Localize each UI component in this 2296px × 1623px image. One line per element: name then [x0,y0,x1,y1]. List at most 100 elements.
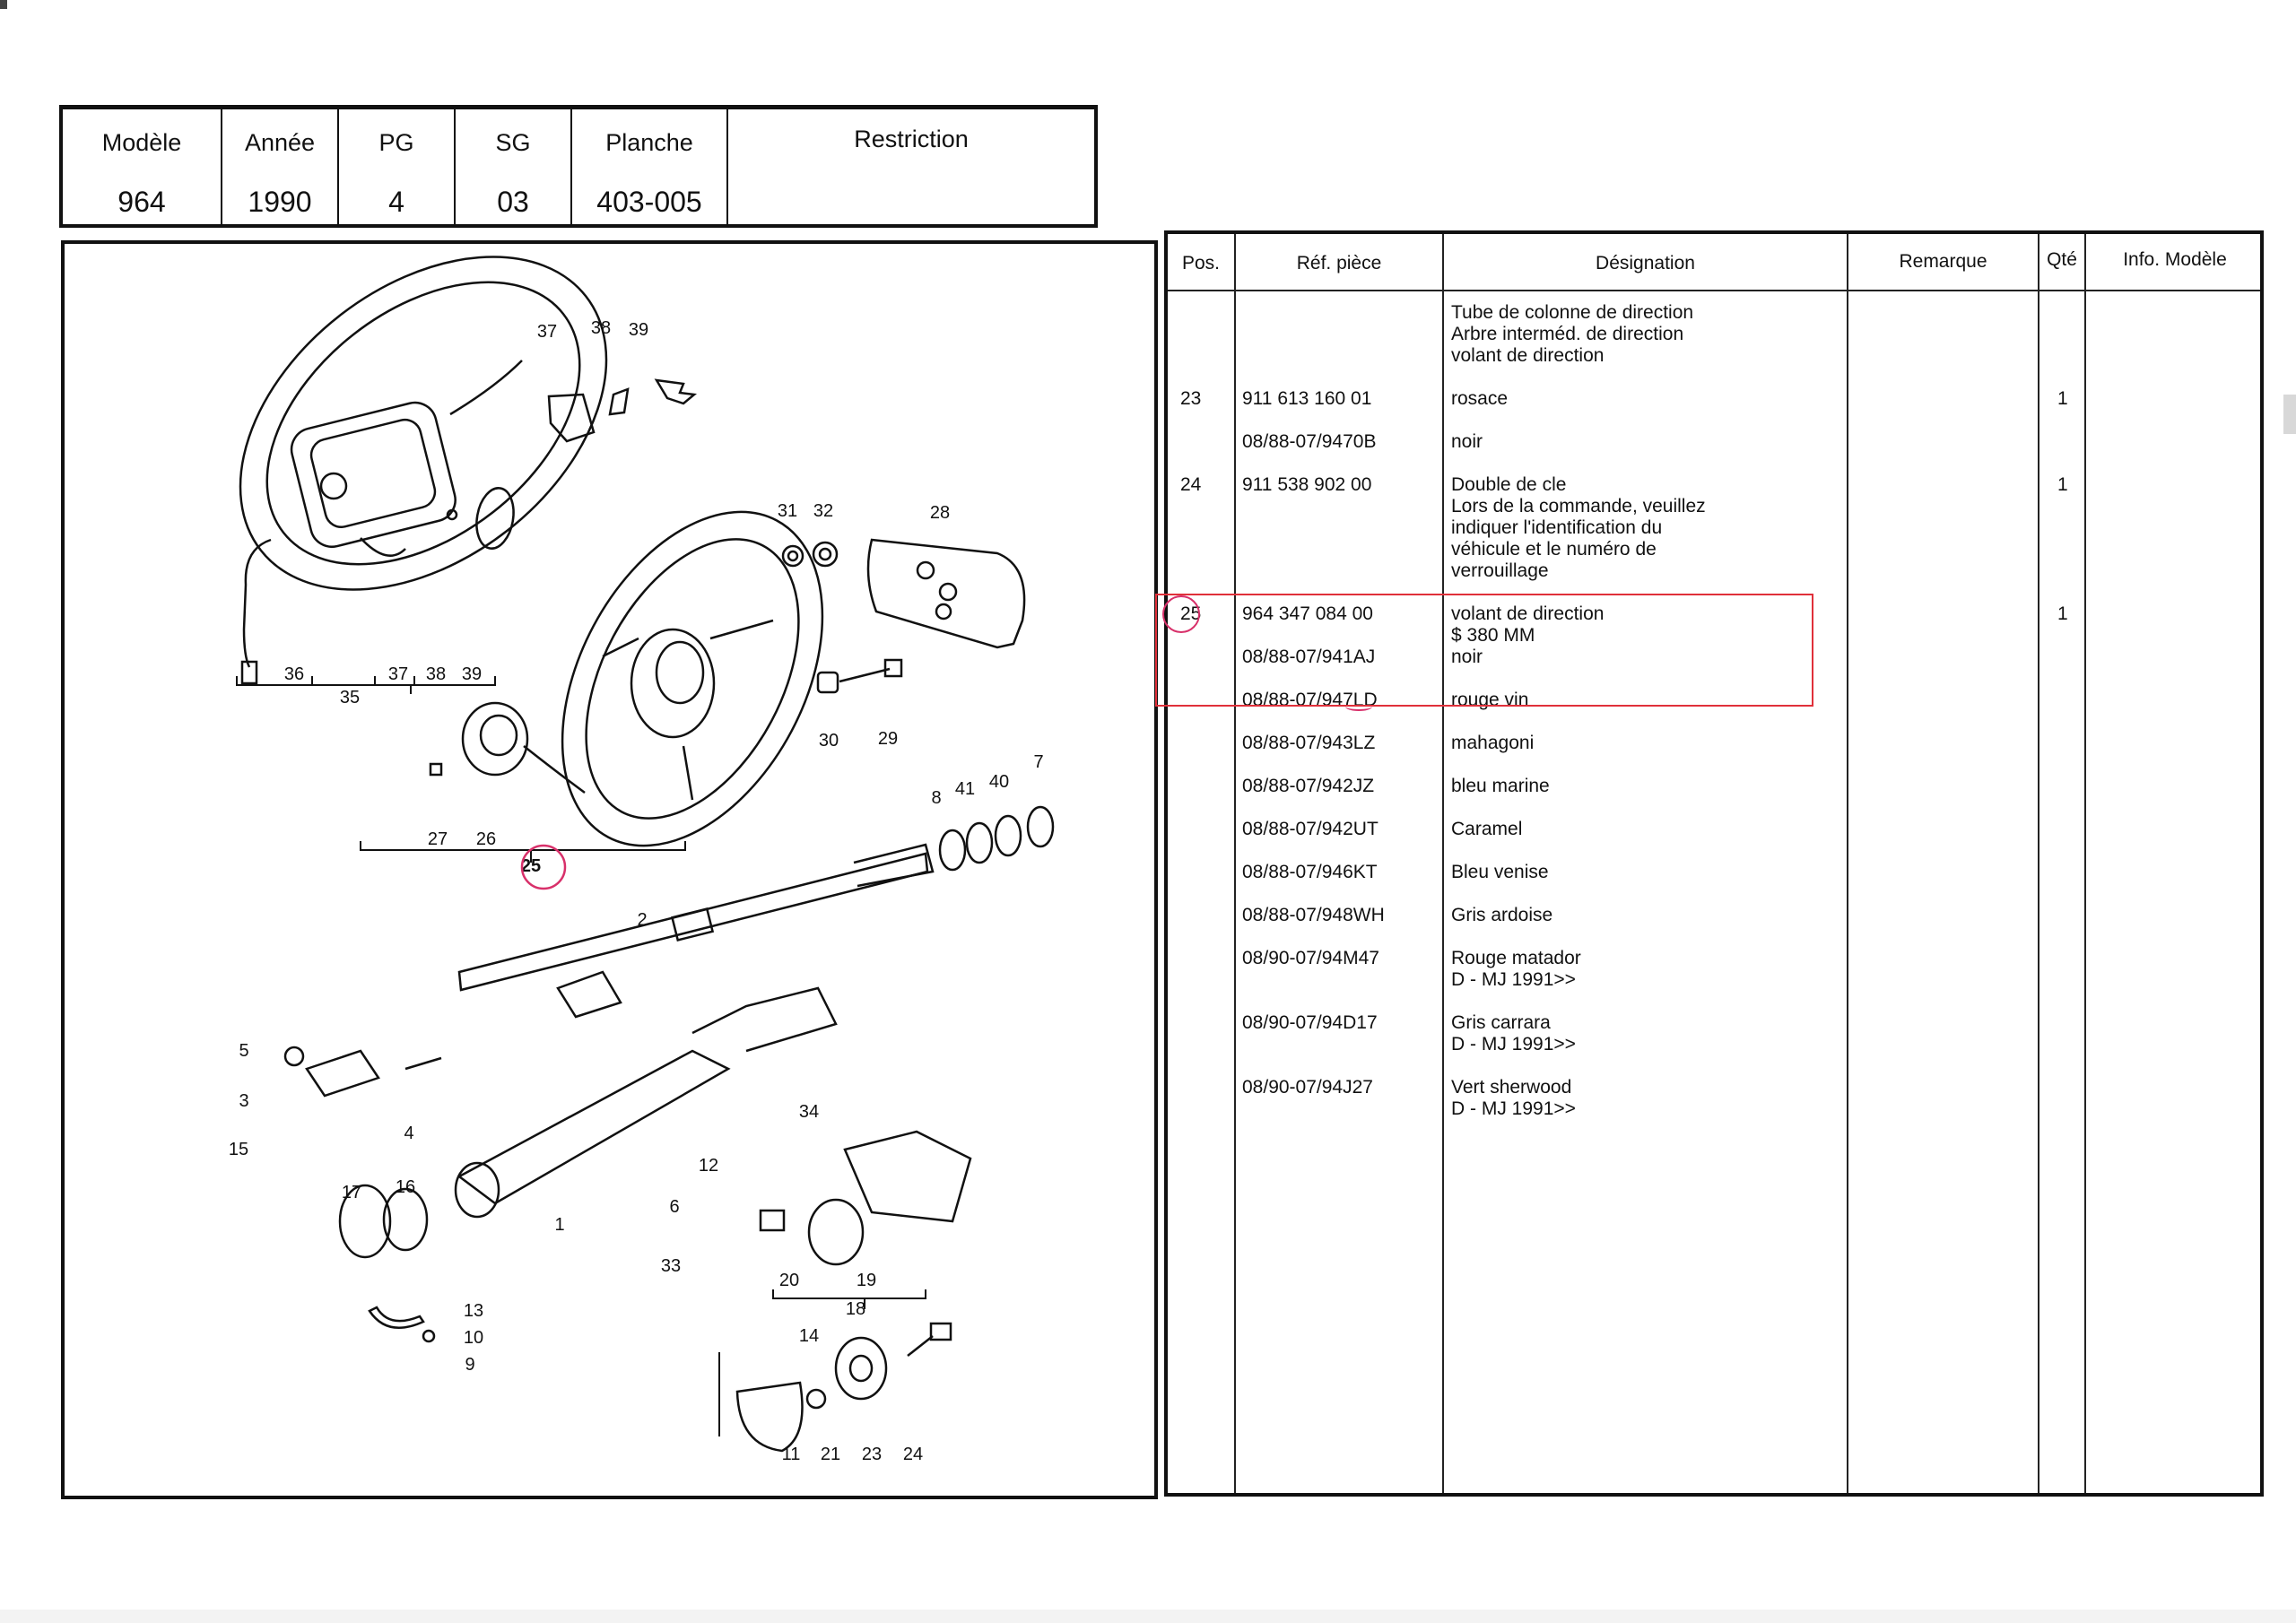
scan-bottom-band [0,1610,2296,1623]
cell-designation: noir [1451,431,1483,452]
cell-designation: Double de cle Lors de la commande, veuil… [1451,474,1706,581]
callout-number: 33 [661,1256,681,1276]
callout-number: 15 [229,1140,248,1159]
header-label-planche: Planche [605,129,693,156]
callout-number: 36 [284,664,304,684]
cell-ref: 964 347 084 00 [1242,603,1373,624]
callout-number: 27 [428,829,448,849]
header-value-annee: 1990 [248,186,312,218]
callout-number: 40 [989,772,1009,792]
annotation-circle-pos-25 [1162,595,1200,633]
callout-number: 10 [464,1328,483,1348]
header-cell-planche: Planche 403-005 [572,109,728,224]
cell-ref: 08/88-07/9470B [1242,431,1377,452]
callout-number: 9 [465,1355,474,1375]
cell-ref: 08/88-07/942UT [1242,819,1378,839]
cell-designation: rosace [1451,388,1509,409]
small-parts-37-39 [547,378,698,443]
cell-designation: Caramel [1451,819,1523,839]
callout-number: 31 [778,501,797,521]
header-divider [1168,290,2260,291]
callout-number: 38 [426,664,446,684]
header-value-pg: 4 [388,186,404,218]
callout-number: 35 [340,688,360,707]
callout-number: 19 [857,1271,876,1290]
cell-ref: 08/90-07/94J27 [1242,1077,1373,1098]
lock-housing-18 [759,1130,972,1266]
clockspring-26 [429,701,586,794]
bolt-29-30 [816,658,903,694]
cell-ref: 08/88-07/941AJ [1242,647,1376,667]
callout-number: 26 [476,829,496,849]
callout-number: 3 [239,1091,248,1111]
callout-number: 37 [388,664,408,684]
callout-number: 41 [955,779,975,799]
rings-7-8-40-41 [938,805,1055,872]
callout-number: 32 [813,501,833,521]
annotation-underline-aj [1345,702,1372,711]
header-label-sg: SG [495,129,531,156]
header-label-annee: Année [244,129,316,156]
cell-qty: 1 [2057,388,2068,409]
cell-qty: 1 [2057,603,2068,624]
callout-number: 12 [699,1156,718,1176]
callout-number: 1 [554,1215,564,1235]
cell-designation: Gris carrara D - MJ 1991>> [1451,1012,1576,1055]
cell-designation: bleu marine [1451,776,1550,796]
cell-ref: 08/88-07/948WH [1242,905,1385,925]
horn-wire [240,538,272,685]
th-model-info: Info. Modèle [2123,249,2227,270]
callout-number: 18 [846,1299,865,1319]
horn-pad-28 [866,538,1026,649]
th-qty: Qté [2047,249,2077,270]
col-divider [1847,234,1848,1493]
group-brackets [236,676,926,1436]
cell-ref: 08/88-07/942JZ [1242,776,1375,796]
col-divider [2038,234,2039,1493]
steering-wheel-front [561,510,824,847]
header-label-pg: PG [378,129,414,156]
header-cell-sg: SG 03 [456,109,572,224]
th-ref: Réf. pièce [1296,253,1382,273]
callout-number: 39 [462,664,482,684]
cell-ref: 08/90-07/94M47 [1242,948,1379,968]
cell-ref: 08/88-07/946KT [1242,862,1378,882]
callout-number: 34 [799,1102,819,1122]
callout-number: 28 [930,503,950,523]
cell-ref: 08/88-07/943LZ [1242,733,1376,753]
callout-number: 2 [637,910,647,930]
callout-number: 16 [396,1177,415,1197]
th-remark: Remarque [1899,251,1987,272]
highlight-box-pos-25 [1155,594,1813,707]
callout-number: 37 [537,322,557,342]
cell-ref: 911 538 902 00 [1242,474,1372,495]
header-cell-pg: PG 4 [339,109,456,224]
exploded-diagram-drawing: 3738393637383935313228302927262528414075… [229,256,1055,1464]
nuts-31-32 [781,541,839,568]
cell-designation: Gris ardoise [1451,905,1553,925]
callout-number: 6 [669,1197,679,1217]
cell-qty: 1 [2057,474,2068,495]
cell-ref: 08/90-07/94D17 [1242,1012,1378,1033]
cell-designation: Rouge matador D - MJ 1991>> [1451,948,1581,990]
callout-number: 29 [878,729,898,749]
callout-number: 21 [821,1445,840,1464]
callout-number: 13 [464,1301,483,1321]
callout-number: 23 [862,1445,882,1464]
callout-number: 8 [931,788,941,808]
column-tube-1 [454,986,838,1219]
scan-edge-mark [2283,395,2296,434]
annotation-circle-25 [520,844,567,890]
callout-number: 4 [404,1124,413,1143]
lower-parts-11-24 [735,1322,952,1453]
cell-pos: 23 [1180,388,1202,409]
callout-number: 7 [1033,752,1043,772]
callout-number: 30 [819,731,839,751]
cell-pos: 24 [1180,474,1202,495]
th-pos: Pos. [1181,253,1221,273]
cell-designation: Bleu venise [1451,862,1549,882]
col-divider [1234,234,1236,1493]
header-label-restriction: Restriction [854,126,969,152]
